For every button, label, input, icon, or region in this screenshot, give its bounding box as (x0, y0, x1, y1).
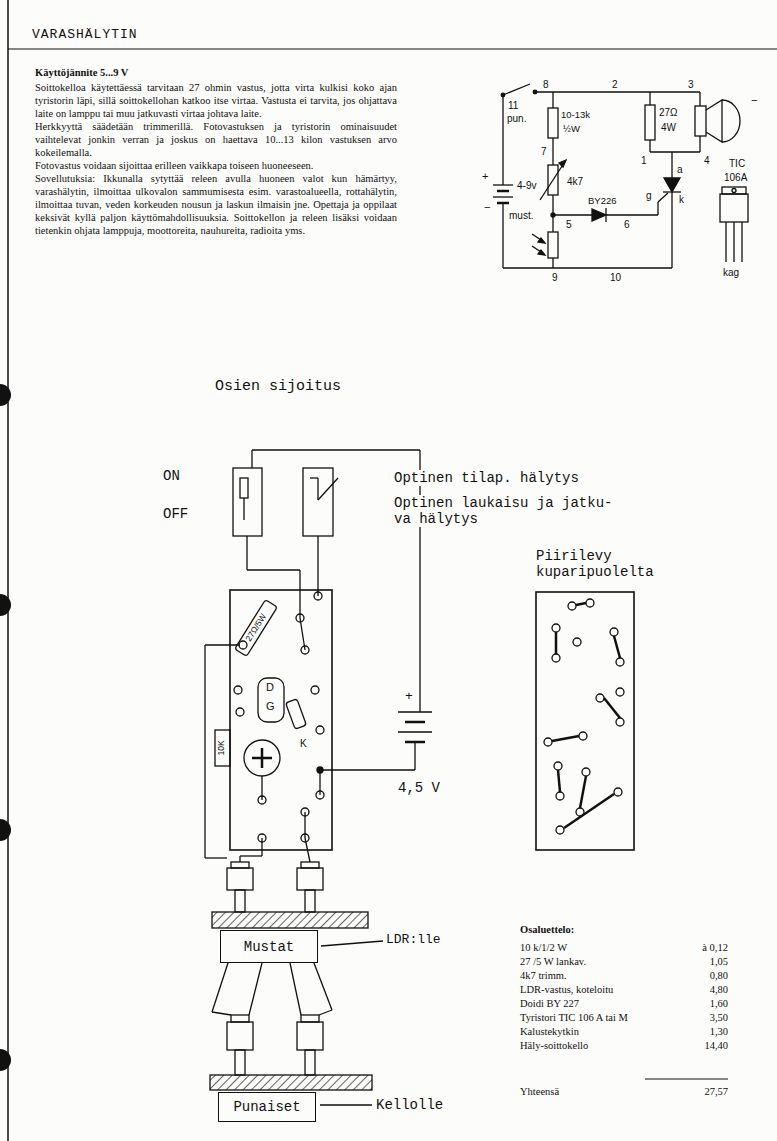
label-text: 2 (612, 79, 618, 91)
label-text: TIC (729, 158, 745, 170)
label-text: 27Ω (659, 107, 678, 119)
label-text: 10-13k (561, 110, 590, 121)
label-text: Yhteensä (520, 1086, 559, 1098)
circuit-schematic (493, 84, 748, 268)
label-text: 4,5 V (398, 780, 440, 796)
body-paragraph: Fotovastus voidaan sijoittaa erilleen va… (35, 159, 397, 172)
label-text: G (266, 700, 275, 713)
label-text: 3 (688, 79, 694, 91)
box-label: Mustat (244, 939, 294, 955)
label-text: 106A (724, 172, 747, 184)
label-text: Kellolle (376, 1097, 443, 1113)
label-text: 9 (552, 272, 558, 284)
label-text: − (484, 201, 490, 214)
label-text: 7 (541, 146, 547, 158)
label-text: 27 /5 W lankav. (520, 956, 586, 968)
voltage-note: Käyttöjännite 5...9 V (35, 66, 397, 79)
label-text: 1,60 (710, 998, 728, 1010)
label-text: a (677, 164, 683, 176)
label-text: 10 k/1/2 W (520, 942, 567, 954)
label-text: g (646, 190, 652, 202)
label-text: D (266, 681, 274, 694)
copper-side-drawing (536, 592, 634, 850)
label-text: + (482, 170, 488, 183)
label-text: 11 (508, 100, 518, 112)
label-text: Optinen tilap. hälytys (392, 470, 581, 486)
label-text: ½W (563, 124, 580, 135)
label-text: kag (723, 267, 739, 279)
label-text: must. (509, 210, 533, 222)
text-column: Käyttöjännite 5...9 V Soittokelloa käytet… (35, 66, 397, 237)
label-text: 10K (217, 740, 227, 755)
page-title: VARASHÄLYTIN (32, 28, 138, 43)
label-text: 5 (566, 219, 572, 231)
label-text: LDR-vastus, koteloitu (520, 984, 613, 996)
label-text: Optinen laukaisu ja jatku- va hälytys (392, 495, 624, 527)
label-text: OFF (163, 506, 188, 522)
label-text: 1,30 (710, 1026, 728, 1038)
label-text: Kalustekytkin (520, 1026, 579, 1038)
body-paragraph: Sovellutuksia: Ikkunalla sytyttää releen… (35, 172, 397, 237)
label-text: 14,40 (704, 1040, 728, 1052)
label-text: Piirilevy kuparipuolelta (536, 548, 676, 580)
label-text: 4k7 trimm. (520, 970, 567, 982)
label-text: Doidi BY 227 (520, 998, 579, 1010)
label-text: 6 (624, 219, 630, 231)
label-text: − (751, 94, 757, 107)
label-text: k (679, 194, 684, 206)
label-text: Tyristori TIC 106 A tai M (520, 1012, 628, 1024)
body-paragraph: Herkkyyttä säädetään trimmerillä. Fotova… (35, 120, 397, 159)
body-paragraph: Soittokelloa käytettäessä tarvitaan 27 o… (35, 81, 397, 120)
label-text: Osaluettelo: (520, 924, 574, 936)
label-text: 27,57 (704, 1086, 728, 1098)
label-text: K (300, 738, 307, 750)
label-text: 4 (704, 155, 710, 167)
label-text: 4k7 (567, 176, 583, 188)
label-text: 3,50 (710, 1012, 728, 1024)
label-text: 4W (661, 122, 676, 134)
label-text: Osien sijoitus (215, 378, 341, 395)
label-text: 0,80 (710, 970, 728, 982)
box-label: Punaiset (233, 1099, 300, 1115)
label-text: pun. (507, 113, 526, 125)
label-text: à 0,12 (702, 942, 728, 954)
label-text: Häly-soittokello (520, 1040, 588, 1052)
label-text: ON (163, 468, 180, 484)
terminal-label-box: Punaiset (218, 1092, 316, 1122)
parts-placement-drawing (205, 450, 432, 1105)
label-text: BY226 (588, 196, 617, 207)
label-text: 8 (543, 79, 549, 91)
label-text: + (405, 690, 413, 705)
label-text: 4-9v (517, 180, 536, 192)
label-text: LDR:lle (386, 933, 441, 948)
label-text: 1 (641, 155, 647, 167)
label-text: 1,05 (710, 956, 728, 968)
terminal-label-box: Mustat (220, 930, 318, 963)
label-text: 4,80 (710, 984, 728, 996)
label-text: 10 (610, 272, 621, 284)
